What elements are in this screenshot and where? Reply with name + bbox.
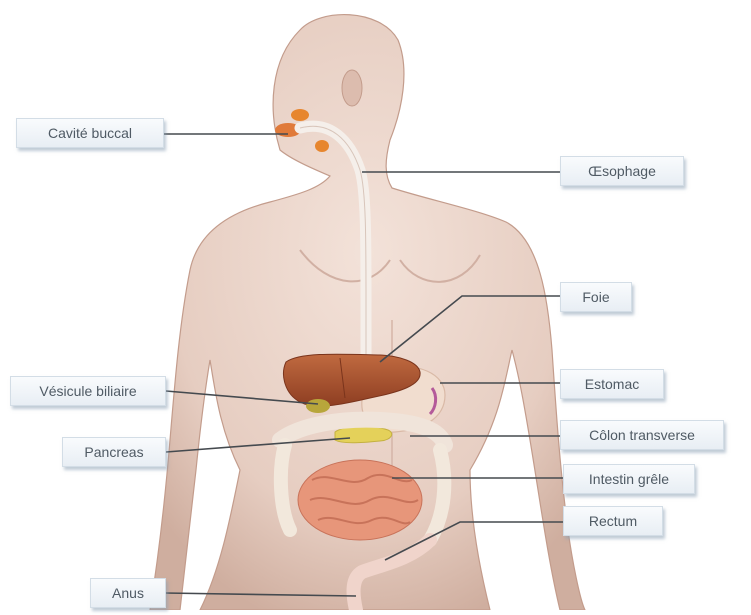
label-estomac: Estomac [560, 369, 664, 399]
small-intestine [298, 460, 422, 540]
label-rectum: Rectum [563, 506, 663, 536]
label-text-estomac: Estomac [585, 376, 639, 392]
label-text-anus: Anus [112, 585, 144, 601]
label-vesicule-biliaire: Vésicule biliaire [10, 376, 166, 406]
label-text-pancreas: Pancreas [84, 444, 143, 460]
label-oesophage: Œsophage [560, 156, 684, 186]
label-intestin-grele: Intestin grêle [563, 464, 695, 494]
label-colon-transverse: Côlon transverse [560, 420, 724, 450]
label-text-oesophage: Œsophage [588, 163, 656, 179]
label-foie: Foie [560, 282, 632, 312]
label-text-vesicule-biliaire: Vésicule biliaire [39, 383, 136, 399]
label-cavite-buccal: Cavité buccal [16, 118, 164, 148]
label-text-colon-transverse: Côlon transverse [589, 427, 695, 443]
gallbladder [306, 399, 330, 413]
label-pancreas: Pancreas [62, 437, 166, 467]
label-text-foie: Foie [582, 289, 609, 305]
label-anus: Anus [90, 578, 166, 608]
label-text-cavite-buccal: Cavité buccal [48, 125, 132, 141]
label-text-intestin-grele: Intestin grêle [589, 471, 669, 487]
label-text-rectum: Rectum [589, 513, 637, 529]
